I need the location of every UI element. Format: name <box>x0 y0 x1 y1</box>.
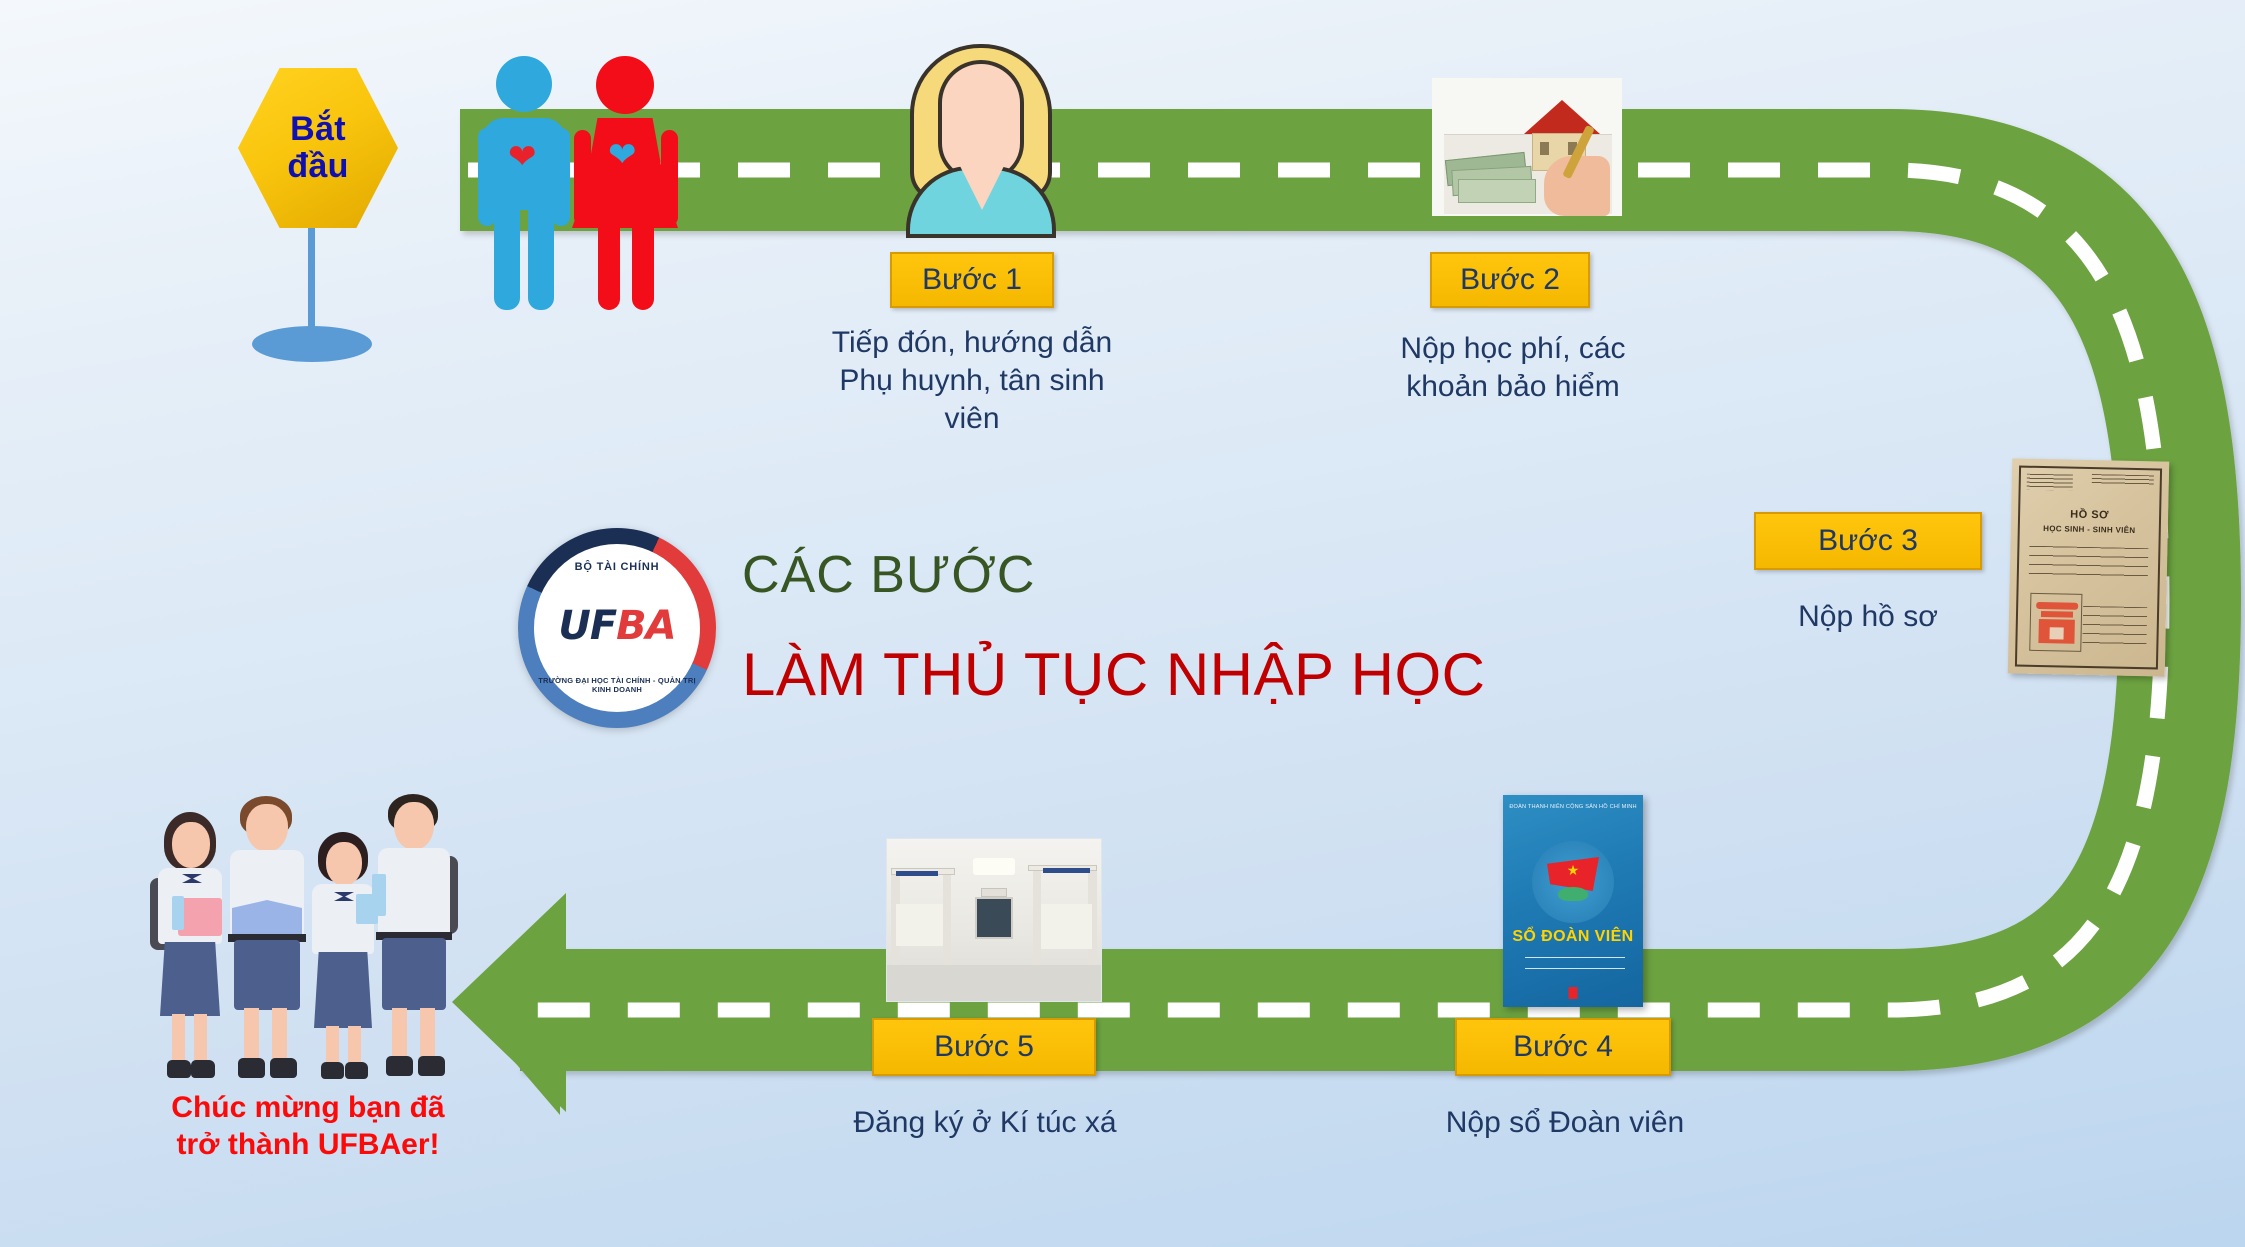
student-figure <box>308 816 380 1082</box>
student-figure <box>150 812 228 1082</box>
document-subtitle: HỌC SINH - SINH VIÊN <box>2043 524 2136 535</box>
start-sign-post <box>308 222 315 337</box>
youth-union-book-photo: ĐOÀN THANH NIÊN CỘNG SẢN HỒ CHÍ MINH ★ S… <box>1503 795 1643 1007</box>
document-border: HỒ SƠ HỌC SINH - SINH VIÊN <box>2014 465 2163 670</box>
step-badge-1[interactable]: Bước 1 <box>890 252 1054 308</box>
step-badge-3[interactable]: Bước 3 <box>1754 512 1982 570</box>
start-label-line1: Bắt <box>290 110 346 149</box>
congratulations-message: Chúc mừng bạn đã trở thành UFBAer! <box>128 1090 488 1163</box>
mother-pictogram: ❤ <box>572 48 678 310</box>
book-header: ĐOÀN THANH NIÊN CỘNG SẢN HỒ CHÍ MINH <box>1509 804 1637 810</box>
document-title: HỒ SƠ <box>2070 508 2110 522</box>
step-badge-5[interactable]: Bước 5 <box>872 1018 1096 1076</box>
logo-bottom-arc-text: TRƯỜNG ĐẠI HỌC TÀI CHÍNH - QUẢN TRỊ KINH… <box>538 676 696 694</box>
step-badge-4[interactable]: Bước 4 <box>1455 1018 1671 1076</box>
heart-icon: ❤ <box>508 138 537 176</box>
logo-disc: BỘ TÀI CHÍNH UFBA TRƯỜNG ĐẠI HỌC TÀI CHÍ… <box>534 544 700 712</box>
start-label-line2: đầu <box>287 147 349 185</box>
student-figure <box>226 796 308 1082</box>
congrats-line1: Chúc mừng bạn đã <box>171 1091 445 1124</box>
logo-wordmark-part2: BA <box>616 603 676 650</box>
step-badge-2[interactable]: Bước 2 <box>1430 252 1590 308</box>
road-center-line <box>468 162 2170 1018</box>
start-hexagon: Bắt đầu <box>238 68 398 228</box>
students-illustration <box>150 772 458 1082</box>
money-house-photo <box>1432 78 1622 216</box>
road-arrow-tip <box>452 893 566 1112</box>
step-description-5: Đăng ký ở Kí túc xá <box>853 1106 1117 1139</box>
road-surface <box>460 108 2242 1071</box>
logo-top-arc-text: BỘ TÀI CHÍNH <box>574 561 660 573</box>
staff-avatar-icon <box>898 38 1066 238</box>
book-title: SỔ ĐOÀN VIÊN <box>1512 928 1634 945</box>
ufba-logo: BỘ TÀI CHÍNH UFBA TRƯỜNG ĐẠI HỌC TÀI CHÍ… <box>518 528 716 728</box>
poster-title-line2: LÀM THỦ TỤC NHẬP HỌC <box>742 641 1486 708</box>
heart-icon: ❤ <box>608 136 637 174</box>
logo-wordmark: UFBA <box>534 603 700 649</box>
parents-icon: ❤ ❤ <box>478 48 678 310</box>
student-file-photo: HỒ SƠ HỌC SINH - SINH VIÊN <box>2007 458 2170 677</box>
dormitory-photo <box>886 838 1102 1002</box>
poster-title-line1: CÁC BƯỚC <box>742 546 1036 604</box>
step-description-3: Nộp hồ sơ <box>1798 600 1938 633</box>
student-figure <box>372 794 458 1082</box>
logo-wordmark-part1: UF <box>558 603 617 650</box>
congrats-line2: trở thành UFBAer! <box>176 1127 440 1161</box>
start-sign: Bắt đầu <box>238 68 398 228</box>
step-description-4: Nộp sổ Đoàn viên <box>1445 1106 1685 1139</box>
father-pictogram: ❤ <box>478 48 570 310</box>
